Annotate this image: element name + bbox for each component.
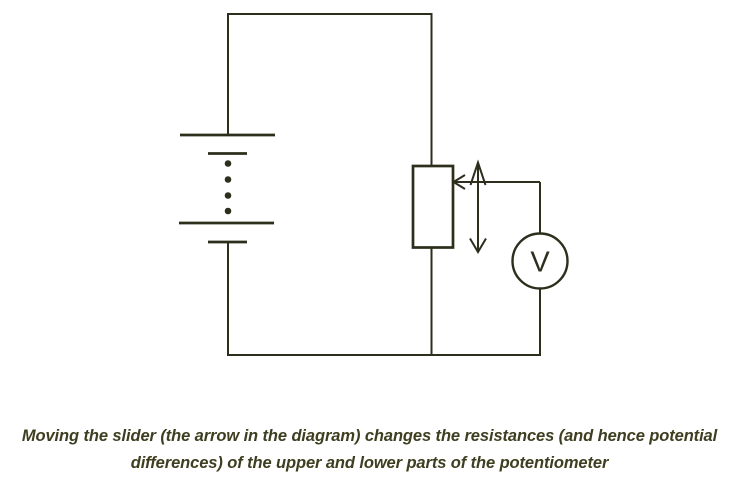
arrowhead-down-icon (469, 237, 487, 254)
slider-arrowhead-left-icon (451, 174, 466, 190)
caption-line-2: differences) of the upper and lower part… (130, 454, 609, 472)
battery-cell-dots (224, 160, 232, 215)
battery-dot (224, 160, 232, 167)
circuit-diagram: V (179, 13, 569, 356)
battery-dot (224, 176, 232, 183)
voltmeter: V (511, 232, 569, 290)
potentiometer-body (411, 164, 455, 249)
figure-caption: Moving the slider (the arrow in the diag… (0, 423, 739, 477)
battery-dot (224, 207, 232, 215)
slider-arrow (451, 174, 540, 190)
battery-dot (224, 192, 232, 199)
slider-travel-arrow (469, 159, 487, 254)
caption-line-1: Moving the slider (the arrow in the diag… (21, 427, 718, 445)
battery (179, 133, 275, 244)
wire-top-loop (227, 13, 433, 166)
wire-bottom-loop (227, 242, 540, 356)
arrowhead-up-icon (469, 159, 487, 186)
voltmeter-label: V (530, 247, 550, 279)
